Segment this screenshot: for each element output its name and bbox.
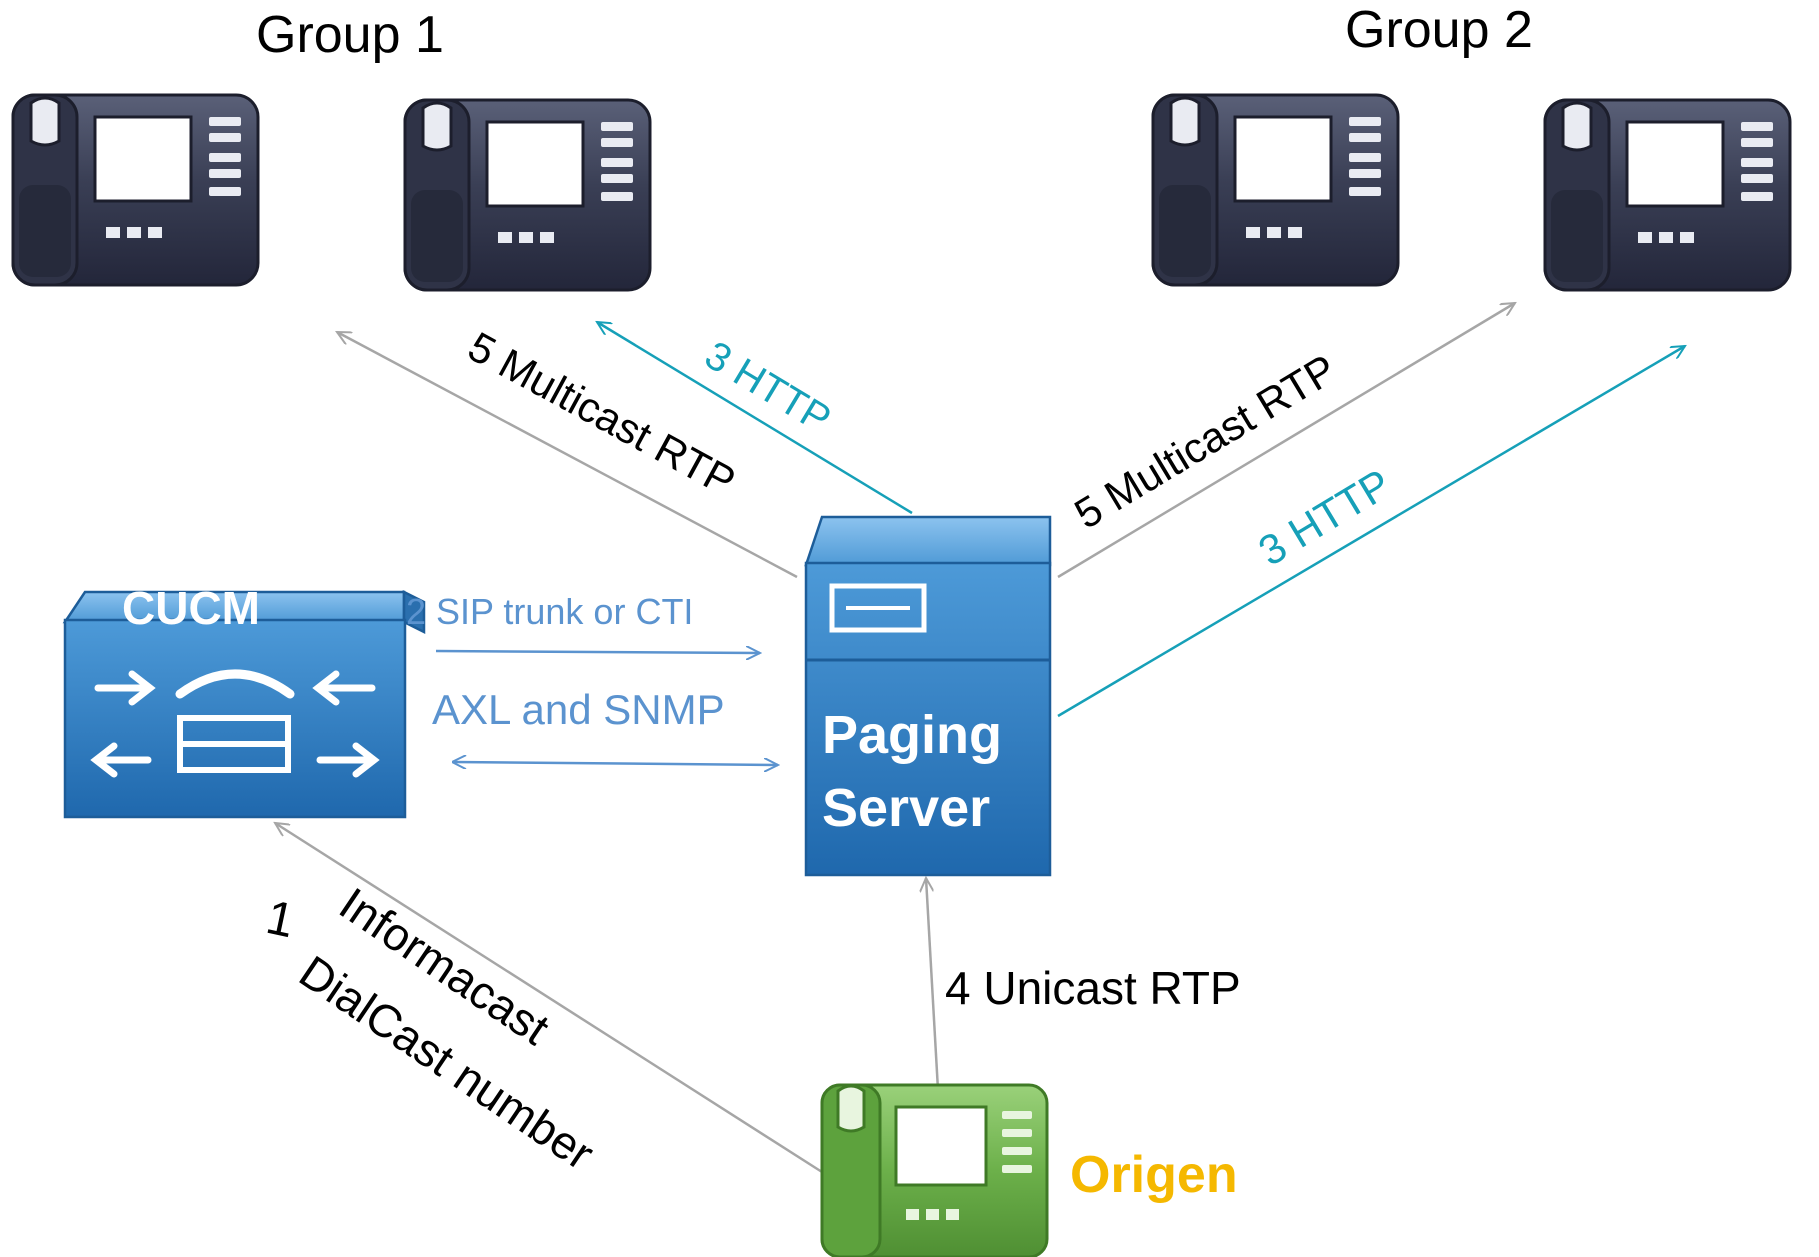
paging-server-label-line2: Server <box>822 778 990 838</box>
informacast-step-label: 1 <box>262 891 299 948</box>
cucm-label: CUCM <box>122 582 260 634</box>
axl-snmp-label: AXL and SNMP <box>432 686 725 733</box>
group2-phone-1-icon <box>1151 93 1400 287</box>
group1-phone-2-icon <box>403 98 652 292</box>
multicast-rtp-group1-arrow <box>337 330 798 579</box>
unicast-rtp-arrow <box>926 878 940 1091</box>
multicast-rtp-group1-label: 5 Multicast RTP <box>461 323 743 505</box>
informacast-arrow <box>275 823 823 1174</box>
group2-title: Group 2 <box>1345 1 1533 59</box>
paging-server-icon <box>804 515 1052 877</box>
paging-server-label-line1: Paging <box>822 705 1002 765</box>
group1-title: Group 1 <box>256 6 444 64</box>
http-group1-arrow <box>597 322 913 515</box>
unicast-rtp-label: 4 Unicast RTP <box>945 962 1241 1014</box>
sip-trunk-arrow <box>435 651 760 653</box>
origin-phone-icon <box>820 1083 1049 1257</box>
axl-snmp-arrow <box>454 762 778 765</box>
origin-label: Origen <box>1070 1146 1238 1204</box>
cucm-icon <box>62 589 426 819</box>
group1-phone-1-icon <box>11 93 260 287</box>
group2-phone-2-icon <box>1543 98 1792 292</box>
http-group2-arrow <box>1057 346 1685 718</box>
sip-trunk-label: 2 SIP trunk or CTI <box>406 591 693 632</box>
multicast-rtp-group2-arrow <box>1057 303 1515 579</box>
